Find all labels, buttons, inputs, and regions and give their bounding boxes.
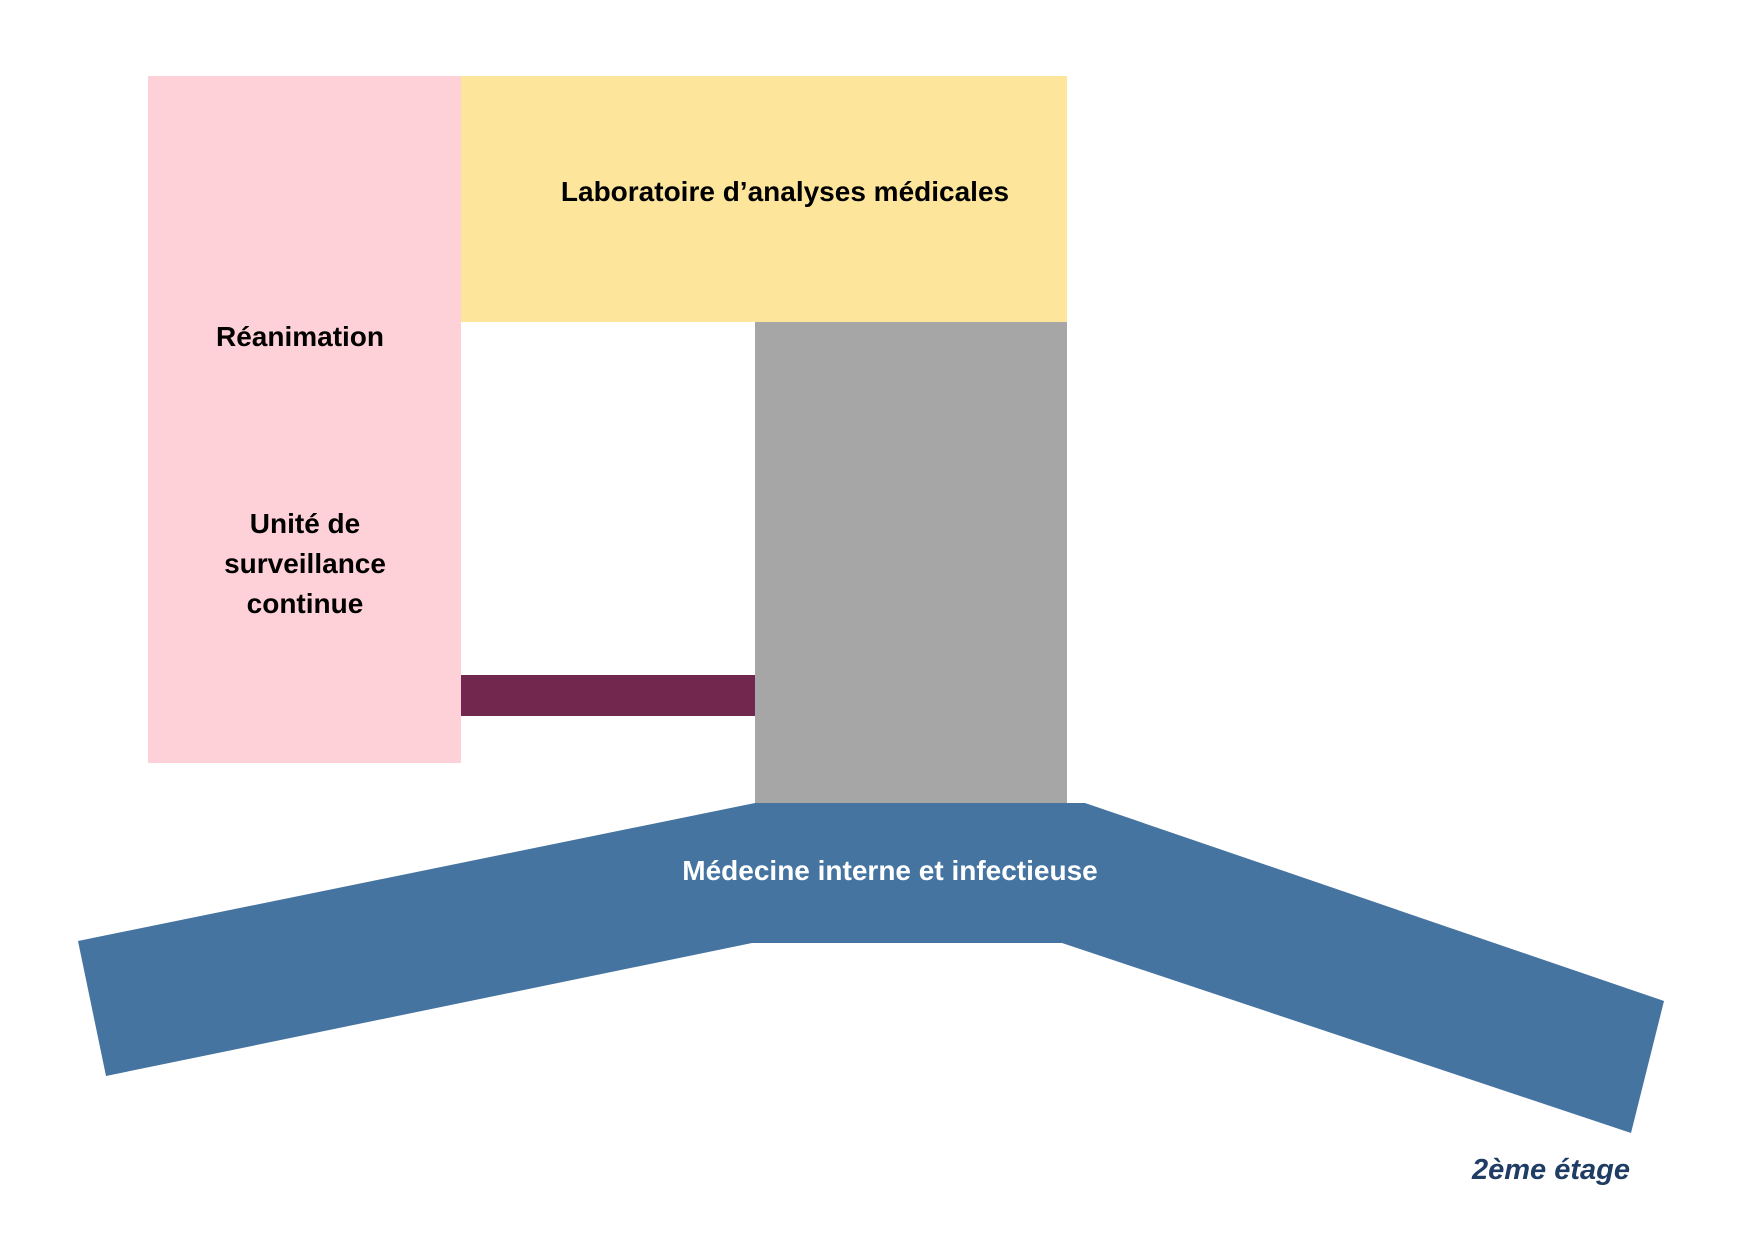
zone-circulation-centrale [755, 322, 1067, 804]
zone-laboratoire [461, 76, 1067, 322]
medecine-interne-label: Médecine interne et infectieuse [682, 855, 1098, 886]
zone-reanimation-usc [148, 76, 461, 763]
reanimation-label: Réanimation [215, 321, 385, 352]
zone-passerelle [461, 675, 755, 716]
laboratoire-label: Laboratoire d’analyses médicales [560, 176, 1010, 207]
unite-surveillance-label: Unité de surveillance continue [224, 508, 386, 619]
floor-label: 2ème étage [1472, 1154, 1630, 1186]
zone-medecine-interne [78, 803, 1664, 1133]
